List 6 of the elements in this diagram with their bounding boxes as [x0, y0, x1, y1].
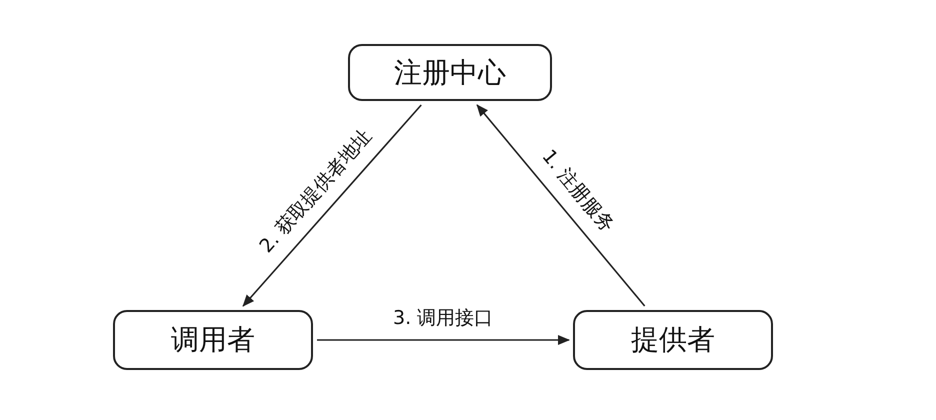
arrow: [242, 104, 422, 307]
process-box: 提供者: [573, 310, 773, 370]
process-box: 调用者: [113, 310, 313, 370]
arrow: [317, 335, 570, 345]
arrow: [476, 104, 646, 307]
process-box: 注册中心: [348, 44, 552, 101]
